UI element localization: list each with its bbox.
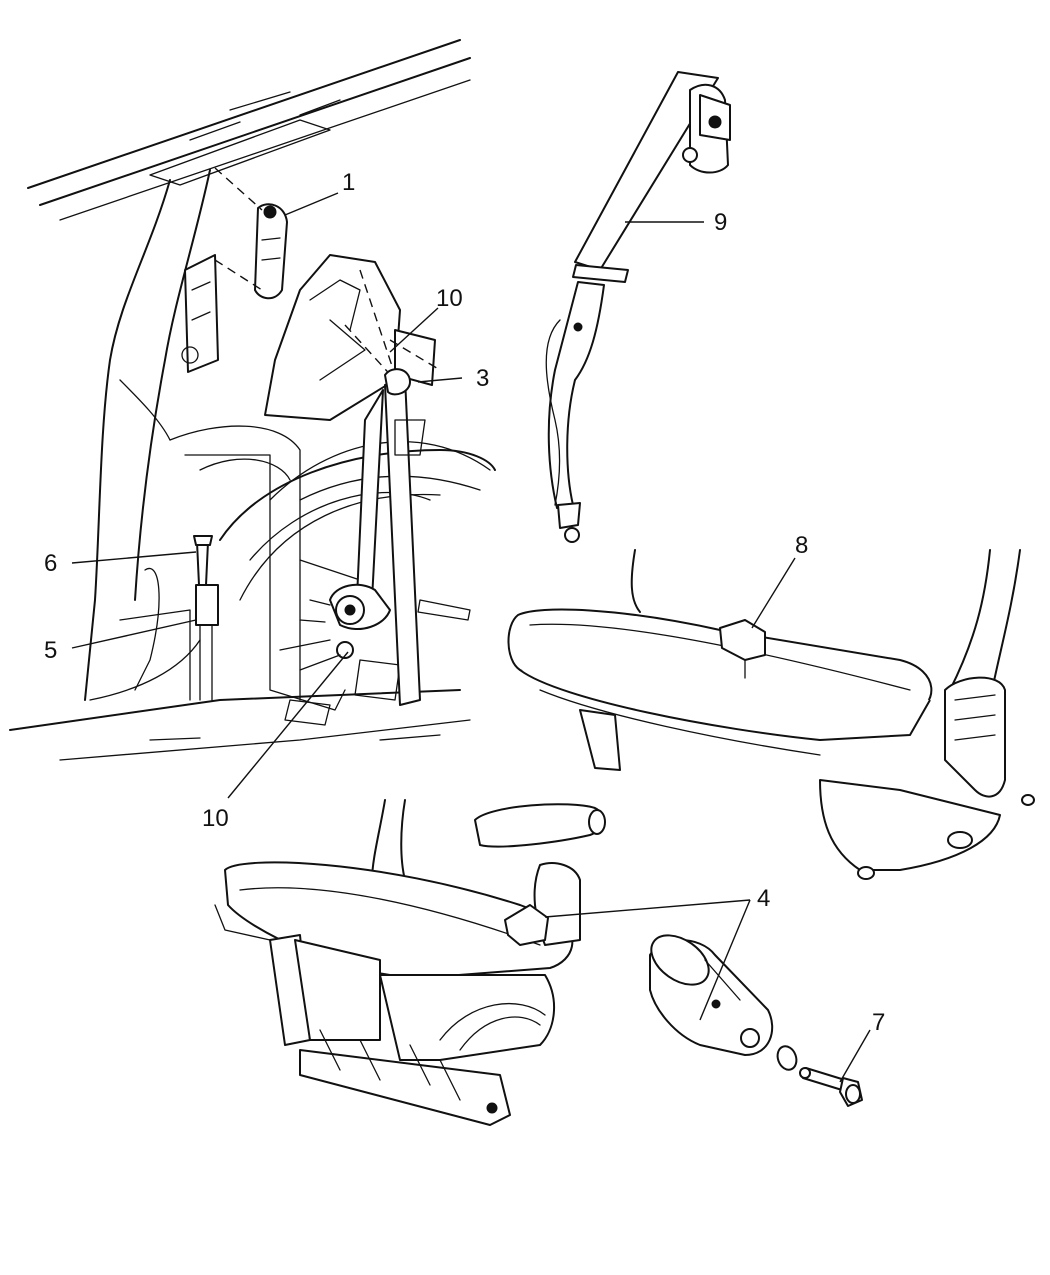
callout-10-lower: 10 bbox=[202, 805, 229, 832]
callout-9: 9 bbox=[714, 209, 727, 236]
vehicle-body-illustration bbox=[9, 39, 496, 761]
buckle-and-bolt-detail bbox=[649, 934, 863, 1107]
callout-8: 8 bbox=[795, 532, 808, 559]
bench-seat-illustration bbox=[507, 549, 1035, 880]
captain-seat-illustration bbox=[214, 799, 606, 1126]
callout-3: 3 bbox=[476, 365, 489, 392]
callout-10-upper: 10 bbox=[436, 285, 463, 312]
callout-7: 7 bbox=[872, 1009, 885, 1036]
callout-5: 5 bbox=[44, 637, 57, 664]
seat-belt-assembly-illustration bbox=[545, 71, 731, 543]
callout-labels: 1 10 3 9 6 5 8 10 4 7 bbox=[44, 169, 885, 1036]
callout-1: 1 bbox=[342, 169, 355, 196]
callout-6: 6 bbox=[44, 550, 57, 577]
callout-leaders bbox=[71, 192, 871, 1083]
callout-4: 4 bbox=[757, 885, 770, 912]
